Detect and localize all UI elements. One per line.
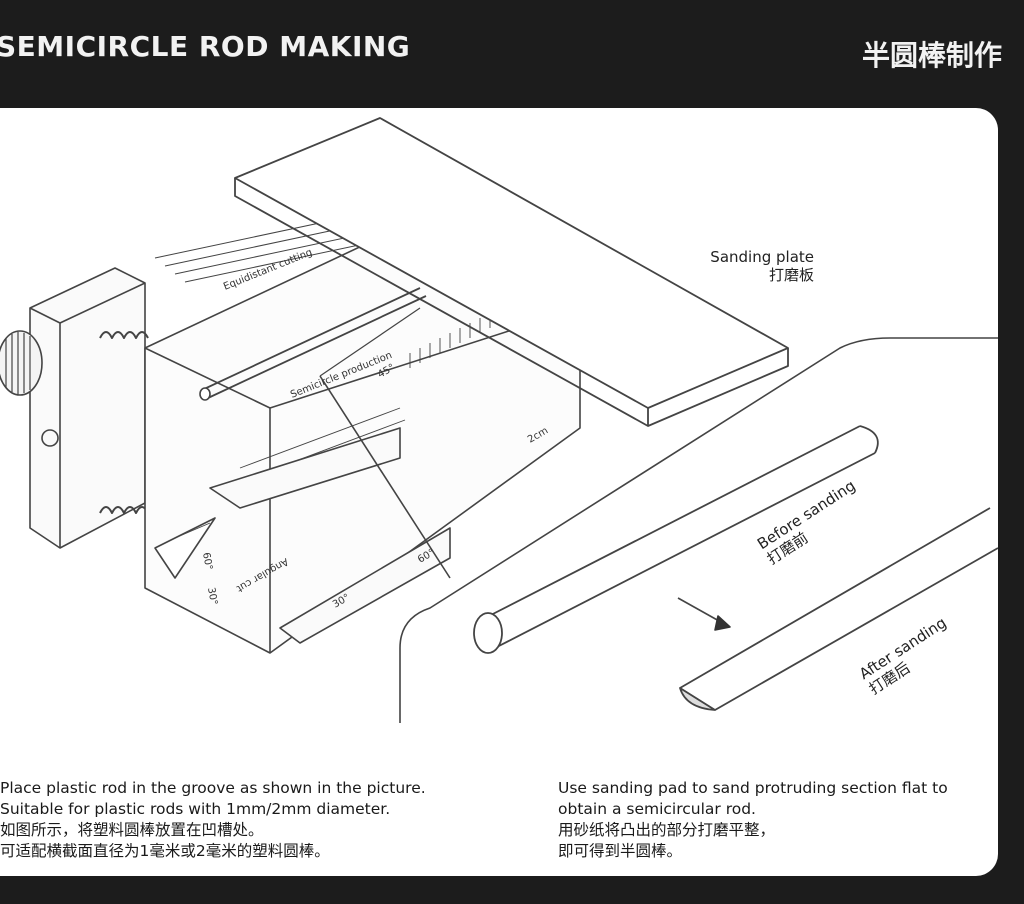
rod-before — [473, 612, 503, 654]
spring-bottom — [99, 506, 149, 514]
caption-line: Place plastic rod in the groove as shown… — [0, 779, 426, 797]
caption-line: Use sanding pad to sand protruding secti… — [558, 779, 948, 797]
sanding-plate-label: Sanding plate 打磨板 — [684, 248, 814, 284]
page-title-zh: 半圆棒制作 — [861, 39, 1002, 72]
caption-line: Suitable for plastic rods with 1mm/2mm d… — [0, 800, 391, 818]
label-60: 60° — [200, 552, 214, 571]
illustration: Equidistant cutting Semicircle productio… — [0, 117, 998, 723]
sanding-plate-label-zh: 打磨板 — [768, 266, 814, 284]
spring-top — [99, 331, 149, 339]
illustration-panel: Equidistant cutting Semicircle productio… — [0, 108, 998, 876]
caption-line: obtain a semicircular rod. — [558, 800, 756, 818]
caption-line: 即可得到半圆棒。 — [558, 842, 683, 860]
bottom-strip — [0, 876, 1024, 904]
caption-right: Use sanding pad to sand protruding secti… — [558, 778, 978, 862]
rod-in-groove — [201, 287, 427, 399]
label-30: 30° — [205, 587, 219, 606]
angle-triangle — [154, 517, 216, 579]
caption-line: 如图所示，将塑料圆棒放置在凹槽处。 — [0, 821, 264, 839]
caption-left: Place plastic rod in the groove as shown… — [0, 778, 520, 862]
knob-icon — [0, 330, 43, 396]
header: SEMICIRCLE ROD MAKING 半圆棒制作 — [0, 0, 1024, 108]
caption-line: 可适配横截面直径为1毫米或2毫米的塑料圆棒。 — [0, 842, 330, 860]
sanding-plate-label-en: Sanding plate — [710, 248, 814, 266]
caption-line: 用砂纸将凸出的部分打磨平整， — [558, 821, 776, 839]
callout-outline — [399, 337, 998, 723]
page-title: SEMICIRCLE ROD MAKING — [0, 30, 411, 63]
